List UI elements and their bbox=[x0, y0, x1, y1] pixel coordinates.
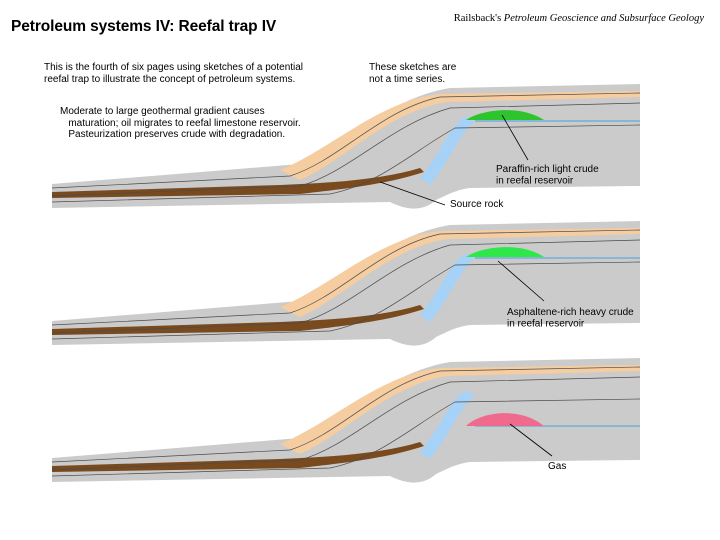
sandstone-layer bbox=[280, 91, 640, 180]
source-rock-layer bbox=[52, 442, 424, 472]
intro-note: This is the fourth of six pages using sk… bbox=[44, 62, 304, 85]
reservoir-label-line-1: Paraffin-rich light crude bbox=[496, 164, 599, 175]
reservoir-label: Gas bbox=[548, 461, 566, 472]
reservoir-leader-line bbox=[497, 260, 545, 302]
reef-reservoir bbox=[466, 247, 544, 257]
bedding-lines bbox=[51, 92, 641, 203]
reservoir-label: Paraffin-rich light crude in reefal rese… bbox=[496, 164, 601, 187]
source-rock-layer bbox=[52, 305, 424, 335]
sandstone-layer bbox=[280, 228, 640, 317]
reef-reservoir bbox=[466, 110, 544, 120]
bedding-lines bbox=[51, 366, 641, 477]
carrier-bed bbox=[420, 391, 475, 459]
reservoir-leader-line bbox=[501, 114, 529, 161]
time-series-note: These sketches are not a time series. bbox=[369, 62, 457, 85]
cross-section-1: Paraffin-rich light crude in reefal rese… bbox=[51, 84, 641, 210]
cross-section-2: Asphaltene-rich heavy crude in reefal re… bbox=[51, 221, 641, 346]
carrier-bed bbox=[420, 254, 475, 322]
source-prefix: Railsback's bbox=[453, 13, 504, 24]
reservoir-label-line-1: Asphaltene-rich heavy crude bbox=[507, 307, 634, 318]
maturation-note: Moderate to large geothermal gradient ca… bbox=[60, 106, 301, 140]
cross-section-3: Gas bbox=[51, 358, 641, 483]
reservoir-leader-line bbox=[509, 423, 553, 457]
source-credit: Railsback's Petroleum Geoscience and Sub… bbox=[454, 13, 704, 24]
bedding-lines bbox=[51, 229, 641, 340]
source-book-title: Petroleum Geoscience and Subsurface Geol… bbox=[503, 13, 704, 24]
page-title: Petroleum systems IV: Reefal trap IV bbox=[11, 18, 277, 35]
source-rock-leader-line bbox=[379, 181, 446, 206]
reservoir-label: Asphaltene-rich heavy crude in reefal re… bbox=[507, 307, 637, 330]
sandstone-layer bbox=[280, 365, 640, 454]
reservoir-label-line-2: in reefal reservoir bbox=[507, 319, 585, 330]
reef-reservoir bbox=[466, 413, 544, 426]
source-rock-layer bbox=[52, 168, 424, 198]
carrier-bed bbox=[420, 117, 475, 185]
reservoir-label-line-2: in reefal reservoir bbox=[496, 176, 574, 187]
source-rock-label: Source rock bbox=[450, 199, 504, 210]
